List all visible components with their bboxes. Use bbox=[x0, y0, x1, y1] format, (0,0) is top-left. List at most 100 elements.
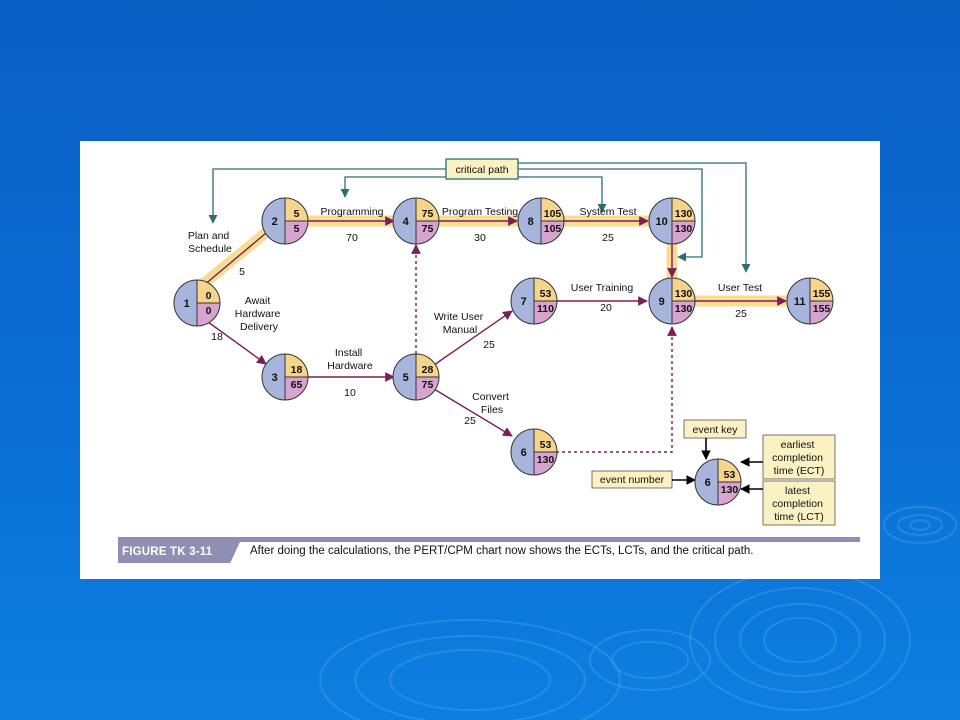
node-ect: 130 bbox=[675, 288, 693, 300]
node-lct-quadrant bbox=[810, 301, 833, 324]
node-lct: 75 bbox=[422, 223, 434, 235]
task-label-line: Hardware bbox=[235, 308, 281, 320]
node-lct-quadrant bbox=[416, 377, 439, 400]
task-labels: Plan and Schedule Await Hardware Deliver… bbox=[188, 206, 762, 416]
node-number: 6 bbox=[705, 477, 711, 489]
duration-install-hardware: 10 bbox=[344, 387, 356, 399]
event-nodes: 1002553186547575528756531307531108105105… bbox=[173, 197, 834, 476]
node-lct: 130 bbox=[537, 454, 555, 466]
node-ect-quadrant bbox=[416, 354, 439, 377]
node-lct: 105 bbox=[544, 223, 562, 235]
node-ect-quadrant bbox=[285, 354, 308, 377]
node-ect-quadrant bbox=[534, 278, 557, 301]
task-label-install-hardware: Install Hardware bbox=[327, 347, 373, 372]
node-lct-quadrant bbox=[672, 221, 695, 244]
node-number-half bbox=[511, 278, 534, 324]
node-ect: 53 bbox=[540, 288, 552, 300]
node-lct-quadrant bbox=[197, 303, 220, 326]
legend-line: latest bbox=[785, 485, 810, 497]
latest-completion-label: latest completion time (LCT) bbox=[772, 485, 826, 523]
node-ect: 75 bbox=[422, 208, 434, 220]
node-ect-quadrant bbox=[197, 280, 220, 303]
task-label-await-hardware-delivery: Await Hardware Delivery bbox=[235, 295, 283, 333]
task-label-convert-files: Convert Files bbox=[472, 391, 512, 416]
event-key-legend: event key event number earliest completi… bbox=[591, 419, 836, 526]
duration-system-test: 25 bbox=[602, 232, 614, 244]
task-label-user-test: User Test bbox=[718, 282, 762, 294]
node-number-half bbox=[649, 198, 672, 244]
node-ect-quadrant bbox=[285, 198, 308, 221]
node-lct: 5 bbox=[294, 223, 300, 235]
node-ect: 53 bbox=[540, 439, 552, 451]
node-lct-quadrant bbox=[534, 301, 557, 324]
task-label-line: Files bbox=[481, 404, 503, 416]
node-ect: 28 bbox=[422, 364, 434, 376]
task-label-line: Await bbox=[245, 295, 271, 307]
node-lct-quadrant bbox=[534, 452, 557, 475]
event-node-4: 4 75 75 bbox=[392, 197, 440, 245]
node-ect-quadrant bbox=[541, 198, 564, 221]
event-node-2: 255 bbox=[261, 197, 309, 245]
task-durations: 5 18 70 10 30 25 25 25 20 25 bbox=[211, 232, 747, 427]
node-number: 8 bbox=[528, 216, 534, 228]
task-label-write-user-manual: Write User Manual bbox=[434, 311, 486, 336]
node-number: 9 bbox=[659, 296, 665, 308]
arrow-1-2 bbox=[196, 222, 279, 292]
node-lct: 110 bbox=[537, 303, 554, 315]
node-number-half bbox=[393, 198, 416, 244]
critical-path-callout: critical path bbox=[445, 158, 519, 180]
node-ect-quadrant bbox=[416, 198, 439, 221]
figure-tag: FIGURE TK 3-11 bbox=[118, 542, 240, 563]
legend-line: completion bbox=[772, 452, 823, 464]
node-number-half bbox=[695, 459, 718, 505]
task-label-line: Manual bbox=[443, 324, 477, 336]
earliest-completion-label: earliest completion time (ECT) bbox=[772, 439, 826, 477]
arrow-5-6 bbox=[433, 388, 513, 437]
node-number: 6 bbox=[521, 447, 527, 459]
event-node-1: 100 bbox=[173, 279, 221, 327]
task-label-line: Plan and bbox=[188, 230, 230, 242]
event-node-5: 5 28 75 bbox=[392, 353, 440, 401]
dummy-6-9 bbox=[556, 326, 677, 453]
duration-await-hardware: 18 bbox=[211, 331, 223, 343]
node-lct-quadrant bbox=[718, 482, 741, 505]
task-label-plan-and-schedule: Plan and Schedule bbox=[188, 230, 232, 255]
node-number-half bbox=[393, 354, 416, 400]
duration-convert-files: 25 bbox=[464, 415, 476, 427]
node-number: 3 bbox=[272, 372, 278, 384]
node-ect-quadrant bbox=[718, 459, 741, 482]
node-lct: 75 bbox=[422, 379, 434, 391]
task-label-line: Schedule bbox=[188, 243, 232, 255]
node-lct: 155 bbox=[813, 303, 831, 315]
event-node-6: 6 53 130 bbox=[510, 428, 558, 476]
duration-user-training: 20 bbox=[600, 302, 612, 314]
node-number-half bbox=[787, 278, 810, 324]
node-number-half bbox=[518, 198, 541, 244]
node-lct-quadrant bbox=[672, 301, 695, 324]
node-lct: 0 bbox=[206, 305, 212, 317]
task-label-system-test: System Test bbox=[580, 206, 637, 218]
node-number-half bbox=[174, 280, 197, 326]
node-number: 10 bbox=[656, 216, 668, 228]
node-ect: 0 bbox=[206, 290, 212, 302]
task-label-line: Install bbox=[335, 347, 362, 359]
task-label-program-testing: Program Testing bbox=[442, 206, 518, 218]
node-number: 5 bbox=[403, 372, 409, 384]
node-lct-quadrant bbox=[285, 377, 308, 400]
node-lct-quadrant bbox=[285, 221, 308, 244]
legend-line: earliest bbox=[781, 439, 815, 451]
node-lct: 130 bbox=[721, 484, 739, 496]
event-number-label: event number bbox=[600, 474, 665, 486]
node-number: 4 bbox=[403, 216, 410, 228]
critical-path-label: critical path bbox=[455, 164, 508, 176]
task-label-line: Convert bbox=[472, 391, 509, 403]
node-number-half bbox=[511, 429, 534, 475]
duration-user-test: 25 bbox=[735, 308, 747, 320]
legend-line: time (LCT) bbox=[774, 511, 824, 523]
node-ect-quadrant bbox=[810, 278, 833, 301]
